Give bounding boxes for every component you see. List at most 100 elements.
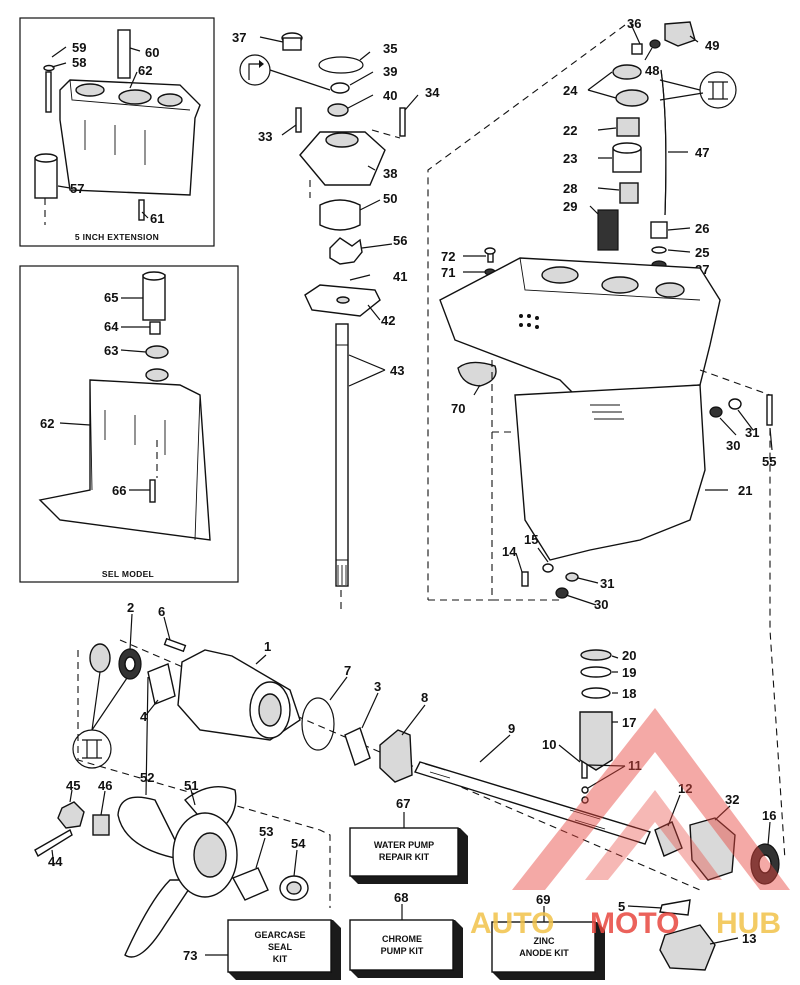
watermark-triangle-outer: [512, 708, 790, 890]
callout-4: 4: [140, 709, 148, 724]
callout-23: 23: [563, 151, 577, 166]
forward-gear: [379, 729, 413, 783]
direction-arrow-icon: [239, 54, 271, 86]
callout-67: 67: [396, 796, 410, 811]
prop-blade-lower: [124, 879, 197, 958]
chrome-pump-kit-box: [349, 919, 454, 971]
extension-inset: 59 58 60 62 57 61 5 INCH EXTENSION: [19, 17, 215, 247]
callout-11: 11: [628, 758, 642, 773]
zinc-anode-kit-line1: ZINC: [534, 936, 555, 946]
callout-72: 72: [441, 249, 455, 264]
callout-29: 29: [563, 199, 577, 214]
callout-46: 46: [98, 778, 112, 793]
callout-54: 54: [291, 836, 306, 851]
callout-69: 69: [536, 892, 550, 907]
callout-22: 22: [563, 123, 577, 138]
callout-24: 24: [563, 83, 578, 98]
driveshaft: [335, 323, 349, 587]
gearcase-seal-kit-line2: SEAL: [268, 942, 293, 952]
callout-33: 33: [258, 129, 272, 144]
water-pump-kit-line2: REPAIR KIT: [379, 852, 430, 862]
callout-44: 44: [48, 854, 63, 869]
callout-61: 61: [150, 211, 164, 226]
o-ring-7: [301, 697, 335, 751]
watermark-text-hub: HUB: [716, 907, 781, 940]
callout-63: 63: [104, 343, 118, 358]
water-pump-assembly: 37 35 39 40 34 33 38 50 56 41 42 43: [232, 30, 440, 612]
callout-5: 5: [618, 899, 625, 914]
callout-42: 42: [381, 313, 395, 328]
callout-7: 7: [344, 663, 351, 678]
callout-57: 57: [70, 181, 84, 196]
callout-1: 1: [264, 639, 271, 654]
callout-40: 40: [383, 88, 397, 103]
water-pump-kit-box: [349, 827, 459, 877]
gearcase-housing: 21 70 30 31 55 14 15 31 30: [427, 24, 786, 861]
callout-38: 38: [383, 166, 397, 181]
callout-36: 36: [627, 16, 641, 31]
callout-16: 16: [762, 808, 776, 823]
callout-64: 64: [104, 319, 119, 334]
sel-caption: SEL MODEL: [102, 569, 154, 579]
part-57-sleeve: [34, 157, 58, 199]
callout-25: 25: [695, 245, 709, 260]
pinion-gear: [579, 711, 613, 771]
callout-52: 52: [140, 770, 154, 785]
callout-59: 59: [72, 40, 86, 55]
callout-50: 50: [383, 191, 397, 206]
kit-boxes: WATER PUMP REPAIR KIT 67 CHROME PUMP KIT…: [183, 796, 605, 980]
callout-55: 55: [762, 454, 776, 469]
part-60-sleeve: [117, 29, 131, 79]
callout-34: 34: [425, 85, 440, 100]
callout-30-right: 30: [726, 438, 740, 453]
callout-30-lower: 30: [594, 597, 608, 612]
shift-rod-bracket: [664, 21, 696, 47]
callout-66: 66: [112, 483, 126, 498]
callout-56: 56: [393, 233, 407, 248]
prop-blade-upper: [117, 796, 187, 861]
callout-31-right: 31: [745, 425, 759, 440]
sel-model-inset: 65 64 63 62 66 SEL MODEL: [19, 265, 239, 583]
callout-62: 62: [138, 63, 152, 78]
callout-32: 32: [725, 792, 739, 807]
seal-orientation-icon: [699, 71, 737, 109]
watermark-logo: AUTO MOTO HUB: [470, 708, 790, 940]
propeller-group: 44 45 46 52 51 53 54: [34, 676, 309, 958]
watermark-text-auto: AUTO: [470, 907, 554, 940]
callout-13: 13: [742, 931, 756, 946]
callout-18: 18: [622, 686, 636, 701]
anode-70: [457, 361, 497, 387]
zinc-anode-kit-box: [491, 921, 596, 973]
callout-26: 26: [695, 221, 709, 236]
impeller-cup: [319, 199, 361, 231]
extension-caption: 5 INCH EXTENSION: [75, 232, 159, 242]
callout-12: 12: [678, 781, 692, 796]
callout-47: 47: [695, 145, 709, 160]
gearcase-lower: [514, 384, 706, 561]
callout-51: 51: [184, 778, 198, 793]
reverse-gear: [689, 817, 736, 881]
callout-31-lower: 31: [600, 576, 614, 591]
shift-cradle: [659, 924, 716, 971]
pump-housing: [299, 131, 386, 186]
extension-inset-frame: [19, 17, 215, 247]
callout-60: 60: [145, 45, 159, 60]
callout-2: 2: [127, 600, 134, 615]
watermark-triangle-inner: [585, 790, 722, 880]
part-65-sleeve: [142, 274, 166, 321]
clutch-dog: [654, 821, 683, 857]
callout-65: 65: [104, 290, 118, 305]
zinc-anode-kit-line2: ANODE KIT: [519, 948, 569, 958]
propshaft-assembly: 2 6 4 1 7 3 8 9 10 11 20 19 18 17 12 32 …: [72, 600, 780, 971]
callout-68: 68: [394, 890, 408, 905]
callout-62-sel: 62: [40, 416, 54, 431]
callout-41: 41: [393, 269, 407, 284]
callout-37: 37: [232, 30, 246, 45]
upper-right-parts: 36 48 49 24 22 23 28 29 47 26 25 27 72 7…: [441, 16, 737, 280]
callout-49: 49: [705, 38, 719, 53]
watermark-text-moto: MOTO: [590, 907, 679, 940]
callout-8: 8: [421, 690, 428, 705]
callout-20: 20: [622, 648, 636, 663]
